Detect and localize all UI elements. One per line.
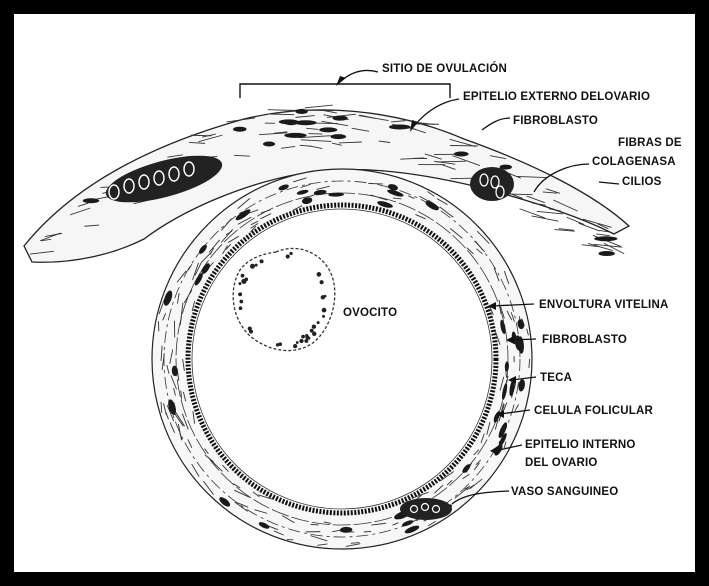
ovarian-follicle-diagram: SITIO DE OVULACIÓN EPITELIO EXTERNO DELO… <box>14 14 695 572</box>
ovulation-site-bracket <box>240 84 450 98</box>
label-celula-folicular: CELULA FOLICULAR <box>534 405 654 417</box>
follicle-lumen <box>192 209 492 509</box>
label-ovocito: OVOCITO <box>343 307 397 319</box>
label-teca: TECA <box>540 372 572 384</box>
label-epitelio-externo: EPITELIO EXTERNO DELOVARIO <box>463 91 650 103</box>
label-fibroblasto-top: FIBROBLASTO <box>513 115 598 127</box>
label-fibroblasto-mid: FIBROBLASTO <box>542 334 627 346</box>
label-envoltura-vitelina: ENVOLTURA VITELINA <box>539 299 668 311</box>
label-cilios: CILIOS <box>622 176 662 188</box>
label-epitelio-interno-2: DEL OVARIO <box>525 457 598 469</box>
label-vaso-sanguineo: VASO SANGUINEO <box>511 486 618 498</box>
blood-vessel-right <box>470 167 514 201</box>
label-sitio-ovulacion: SITIO DE OVULACIÓN <box>382 62 507 75</box>
blood-vessel-bottom <box>400 498 452 520</box>
label-fibras-de: FIBRAS DE <box>618 137 682 149</box>
label-colagenasa: COLAGENASA <box>592 156 676 168</box>
label-epitelio-interno-1: EPITELIO INTERNO <box>525 439 636 451</box>
oocyte <box>233 248 335 350</box>
diagram-frame: SITIO DE OVULACIÓN EPITELIO EXTERNO DELO… <box>14 14 695 572</box>
